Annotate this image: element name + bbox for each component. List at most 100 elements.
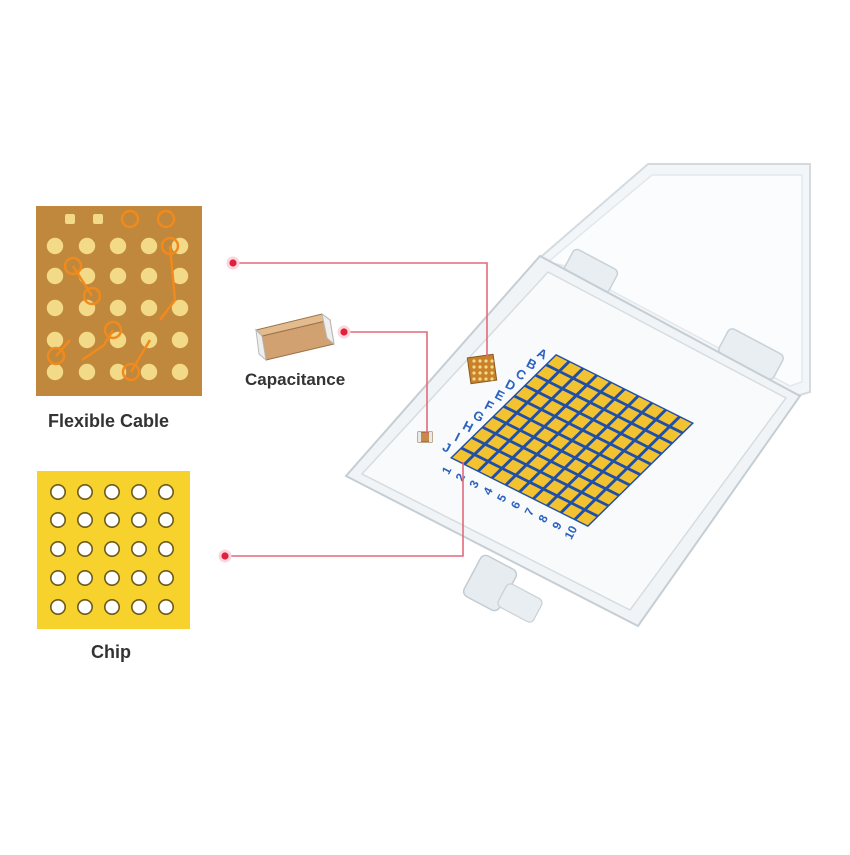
flexible-cable-pad (78, 237, 96, 255)
tray-cell (595, 411, 616, 425)
capacitance-label: Capacitance (245, 370, 346, 389)
tray-cell (598, 428, 619, 443)
tray-cell (564, 379, 585, 394)
tray-cell (658, 410, 678, 425)
capacitor-component (255, 312, 335, 362)
tray-cell (549, 497, 569, 512)
tray-cell (619, 469, 639, 484)
flexible-cable-pad (171, 363, 189, 381)
tray-cell (647, 421, 668, 436)
tray-chip-ball (472, 359, 476, 363)
tray-cell (536, 428, 556, 443)
tray-chip-ball (490, 371, 494, 375)
tray-cell (501, 442, 521, 457)
tray-row-letter: I (452, 429, 462, 444)
chip-pad (77, 511, 94, 528)
tray-cell (661, 428, 681, 443)
tray-cell (637, 431, 657, 446)
chip-pad (49, 483, 66, 500)
tray-chip-ball (484, 365, 488, 369)
tray-cell (620, 407, 640, 422)
tray-cell (591, 456, 611, 470)
chip-pad (49, 569, 66, 586)
flexible-cable-pad (109, 363, 127, 381)
tray-cell (616, 390, 637, 405)
tray-cell (594, 473, 615, 488)
chip-label: Chip (91, 642, 131, 662)
tray-cell (542, 463, 563, 477)
tray-cell (629, 459, 650, 474)
tray-cell (504, 459, 524, 474)
tray-cell (511, 431, 532, 446)
tray-cell (623, 424, 643, 439)
box-latch (497, 583, 543, 623)
chip-pad (131, 598, 148, 615)
capacitance-callout-line (344, 331, 428, 435)
flexible-cable-pad (46, 267, 64, 285)
tray-cell (584, 483, 604, 498)
tray-cell (476, 445, 497, 460)
flexible-cable-pad (140, 363, 158, 381)
flexible-cable-pad (109, 237, 127, 255)
chip-pad (131, 569, 148, 586)
tray-cell (561, 362, 582, 377)
tray-cell (559, 487, 580, 502)
chip-pad (49, 511, 66, 528)
chip-pad (104, 511, 121, 528)
flexible-cable-pad (78, 363, 96, 381)
tray-cell (546, 418, 567, 432)
flexible-cable-pad (109, 331, 127, 349)
flexible-cable-callout-dot-core (229, 259, 237, 267)
tray-cell (575, 369, 595, 384)
chip-pad (104, 540, 121, 557)
tray-chip-ball (490, 377, 494, 381)
tray-cell (563, 442, 584, 457)
tray-cell (493, 470, 514, 484)
chip-swatch (37, 471, 190, 629)
tray-cell (574, 431, 594, 446)
flexible-cable-pad (78, 331, 96, 349)
tray-cell (484, 418, 504, 432)
chip-pad (104, 569, 121, 586)
tray-cell (576, 511, 597, 526)
tray-chip-ball (490, 365, 494, 369)
tray-cell (553, 452, 573, 467)
tray-grid (450, 354, 694, 527)
tray-cell (551, 373, 571, 387)
tray-cell (518, 466, 538, 481)
tray-cell (547, 355, 568, 370)
flexible-cable-traces (46, 209, 180, 382)
tray-cell (588, 438, 608, 453)
tray-cell (626, 442, 646, 456)
tray-chip-ball (484, 359, 488, 363)
tray-cell (533, 411, 553, 425)
chip-pad (158, 483, 175, 500)
tray-cell (543, 400, 564, 415)
tray-chip-ball (484, 371, 488, 375)
tray-cell (507, 476, 528, 491)
flexible-cable-pad (171, 299, 189, 317)
tray-cell (573, 494, 593, 508)
flexible-cable-pad (171, 267, 189, 285)
tray-cell (466, 456, 486, 471)
chip-pad (49, 540, 66, 557)
flexible-cable-callout-line (233, 262, 488, 358)
tray-cell (570, 476, 590, 491)
tray-cell (526, 376, 547, 391)
tray-chip-ball (472, 371, 476, 375)
flexible-cable-pad (46, 237, 64, 255)
chip-callout-dot-core (221, 552, 229, 560)
tray-cell (550, 435, 570, 450)
tray-chip-ball (472, 365, 476, 369)
tray-cell (562, 504, 583, 519)
tray-cell (608, 480, 628, 495)
chip-pad (77, 540, 94, 557)
flexible-cable-pad (65, 214, 75, 224)
flexible-cable-pad (46, 363, 64, 381)
flexible-cable-pad (140, 237, 158, 255)
tray-cell (556, 469, 576, 484)
flexible-cable-swatch (36, 206, 202, 396)
tray-cell (487, 435, 507, 450)
tray-cell (554, 390, 574, 405)
